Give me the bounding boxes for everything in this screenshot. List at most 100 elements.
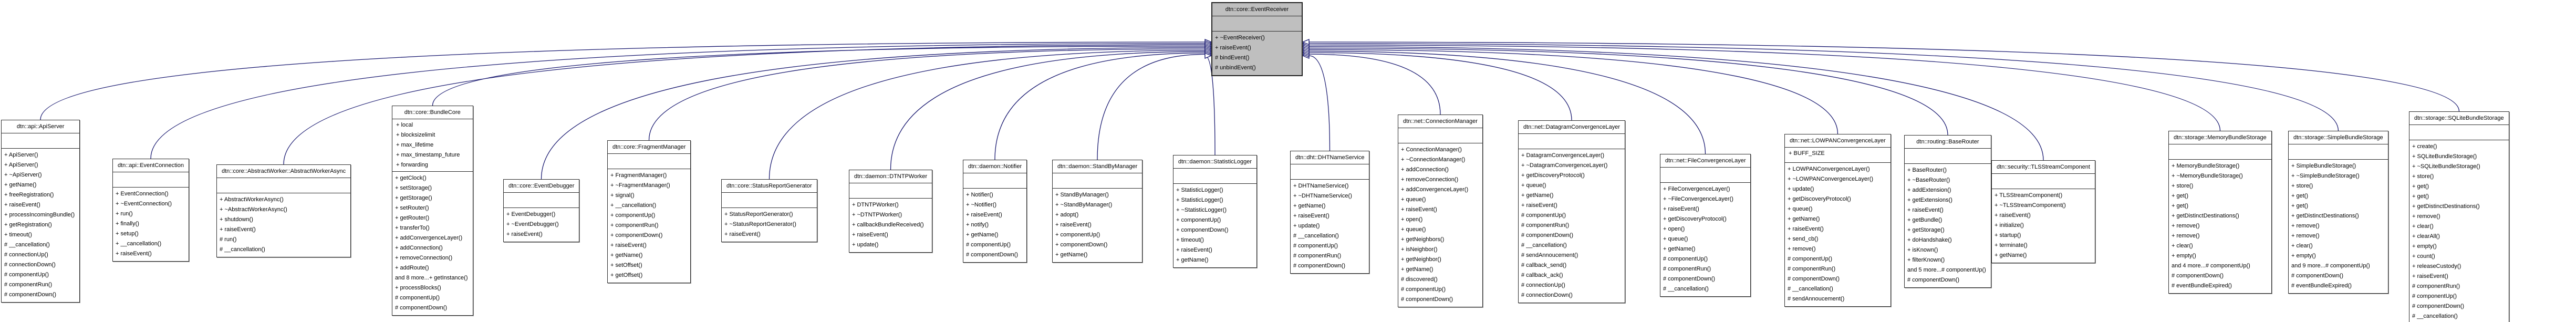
method-row: + empty() bbox=[2412, 243, 2437, 250]
method-row: # componentUp() bbox=[4, 272, 49, 278]
method-row: # componentUp() bbox=[395, 295, 440, 301]
class-node-dtn-daemon-notifier[interactable]: dtn::daemon::Notifier + Notifier()+ ~Not… bbox=[963, 160, 1027, 263]
method-row: + queue() bbox=[1788, 206, 1813, 212]
method-row: + get() bbox=[2412, 183, 2429, 190]
method-row: + count() bbox=[2412, 253, 2435, 259]
method-row: + componentDown() bbox=[1176, 227, 1229, 233]
class-node-dtn-api-eventconnection[interactable]: dtn::api::EventConnection + EventConnect… bbox=[112, 159, 189, 262]
class-node-dtn-daemon-standbymanager[interactable]: dtn::daemon::StandByManager + StandByMan… bbox=[1052, 160, 1143, 263]
class-node-dtn-net-fileconvergencelayer[interactable]: dtn::net::FileConvergenceLayer + FileCon… bbox=[1660, 154, 1751, 297]
class-node-dtn-net-lowpanconvergencelayer[interactable]: dtn::net::LOWPANConvergenceLayer + BUFF_… bbox=[1784, 134, 1891, 307]
inheritance-edge bbox=[1308, 54, 1441, 115]
method-row: + addExtension() bbox=[1907, 187, 1951, 193]
class-node-dtn-storage-sqlitebundlestorage[interactable]: dtn::storage::SQLiteBundleStorage + crea… bbox=[2409, 111, 2509, 322]
inheritance-edge bbox=[1308, 52, 1572, 121]
method-row: + timeout() bbox=[4, 232, 32, 238]
class-node-dtn-dht-dhtnameservice[interactable]: dtn::dht::DHTNameService + DHTNameServic… bbox=[1290, 151, 1370, 274]
method-row: + addConvergenceLayer() bbox=[395, 235, 463, 241]
class-title: dtn::routing::BaseRouter bbox=[1905, 136, 1991, 149]
method-row: + adopt() bbox=[1055, 212, 1079, 218]
class-title: dtn::storage::SimpleBundleStorage bbox=[2289, 131, 2388, 144]
class-attributes-section bbox=[1398, 128, 1482, 143]
class-title: dtn::net::FileConvergenceLayer bbox=[1660, 154, 1751, 168]
method-row: + getRegistration() bbox=[4, 222, 52, 228]
class-node-dtn-storage-memorybundlestorage[interactable]: dtn::storage::MemoryBundleStorage + Memo… bbox=[2168, 131, 2272, 294]
class-node-dtn-security-tlsstreamcomponent[interactable]: dtn::security::TLSStreamComponent + TLSS… bbox=[1991, 160, 2095, 263]
method-row: # run() bbox=[220, 236, 237, 243]
method-row: + ~TLSStreamComponent() bbox=[1995, 202, 2066, 209]
method-row: # __cancellation() bbox=[1788, 286, 1833, 292]
method-row: + transferTo() bbox=[395, 225, 430, 231]
method-row: + callbackBundleReceived() bbox=[852, 222, 924, 228]
method-row: + raiseEvent() bbox=[1788, 226, 1824, 232]
inheritance-edge bbox=[541, 47, 1206, 180]
class-node-dtn-core-fragmentmanager[interactable]: dtn::core::FragmentManager + FragmentMan… bbox=[607, 140, 691, 283]
method-row: + ~MemoryBundleStorage() bbox=[2172, 173, 2243, 179]
method-row: # componentRun() bbox=[4, 282, 53, 288]
method-row: + raiseEvent() bbox=[1293, 213, 1329, 219]
method-row: # componentDown() bbox=[1663, 276, 1716, 282]
method-row: + getDistinctDestinations() bbox=[2412, 203, 2480, 210]
method-row: + getName() bbox=[4, 182, 37, 188]
method-row: + getName() bbox=[1401, 266, 1434, 273]
class-node-dtn-core-eventreceiver[interactable]: dtn::core::EventReceiver + ~EventReceive… bbox=[1211, 2, 1303, 76]
method-row: + getName() bbox=[1788, 216, 1820, 222]
method-row: + releaseCustody() bbox=[2412, 263, 2461, 269]
class-node-dtn-routing-baserouter[interactable]: dtn::routing::BaseRouter + BaseRouter()+… bbox=[1904, 135, 1991, 288]
method-row: + EventDebugger() bbox=[506, 211, 556, 217]
method-row: + getStorage() bbox=[1907, 227, 1945, 233]
inheritance-arrowhead bbox=[1302, 39, 1310, 45]
method-row: + componentUp() bbox=[1055, 232, 1100, 238]
method-row: + raiseEvent() bbox=[1401, 206, 1437, 213]
class-node-dtn-core-bundlecore[interactable]: dtn::core::BundleCore + local+ blocksize… bbox=[392, 106, 473, 316]
class-methods-section: + FragmentManager()+ ~FragmentManager()+… bbox=[608, 169, 690, 283]
method-row: + getDistinctDestinations() bbox=[2172, 213, 2239, 219]
inheritance-arrowhead bbox=[1204, 53, 1212, 59]
method-row: + StandByManager() bbox=[1055, 192, 1109, 198]
method-row: + EventConnection() bbox=[116, 191, 169, 197]
method-row: # __cancellation() bbox=[1293, 233, 1339, 239]
class-attributes-section bbox=[1212, 16, 1302, 32]
method-row: + addConvergenceLayer() bbox=[1401, 186, 1469, 193]
method-row: + raiseEvent() bbox=[1907, 207, 1944, 213]
method-row: + get() bbox=[2291, 193, 2309, 199]
class-node-dtn-daemon-dtntpworker[interactable]: dtn::daemon::DTNTPWorker + DTNTPWorker()… bbox=[849, 170, 933, 253]
method-row: + clear() bbox=[2412, 223, 2434, 230]
class-node-dtn-net-connectionmanager[interactable]: dtn::net::ConnectionManager + Connection… bbox=[1398, 115, 1483, 307]
class-node-dtn-core-eventdebugger[interactable]: dtn::core::EventDebugger + EventDebugger… bbox=[503, 179, 580, 242]
attribute-row: + local bbox=[396, 122, 413, 128]
class-node-dtn-storage-simplebundlestorage[interactable]: dtn::storage::SimpleBundleStorage + Simp… bbox=[2288, 131, 2388, 294]
class-attributes-section bbox=[113, 172, 189, 188]
method-row: # sendAnnoucement() bbox=[1521, 252, 1578, 258]
method-row: + setRouter() bbox=[395, 205, 429, 211]
class-node-dtn-net-datagramconvergencelayer[interactable]: dtn::net::DatagramConvergenceLayer + Dat… bbox=[1518, 120, 1626, 303]
class-methods-section: + getClock()+ setStorage()+ getStorage()… bbox=[392, 172, 473, 315]
method-row: + remove() bbox=[2412, 213, 2440, 220]
inheritance-edge bbox=[648, 48, 1206, 141]
method-row: + update() bbox=[1293, 223, 1320, 229]
class-node-dtn-daemon-statisticlogger[interactable]: dtn::daemon::StatisticLogger + Statistic… bbox=[1173, 155, 1258, 268]
class-title: dtn::daemon::DTNTPWorker bbox=[849, 170, 932, 183]
method-row: + ConnectionManager() bbox=[1401, 147, 1462, 153]
inheritance-edge bbox=[432, 46, 1206, 106]
method-row: + run() bbox=[116, 211, 133, 217]
method-row: + ~BaseRouter() bbox=[1907, 177, 1950, 183]
method-row: + ~EventReceiver() bbox=[1215, 35, 1265, 41]
method-row: # componentRun() bbox=[1788, 266, 1836, 272]
method-row: # componentUp() bbox=[2412, 293, 2457, 299]
method-row: # componentUp() bbox=[1663, 256, 1708, 262]
method-row: + open() bbox=[1663, 226, 1685, 232]
method-row: + raiseEvent() bbox=[1215, 45, 1251, 51]
method-row: # eventBundleExpired() bbox=[2291, 283, 2352, 289]
class-title: dtn::storage::SQLiteBundleStorage bbox=[2409, 112, 2509, 125]
method-row: + removeConnection() bbox=[1401, 176, 1459, 183]
method-row: + send_cb() bbox=[1788, 236, 1819, 242]
class-title: dtn::daemon::StatisticLogger bbox=[1173, 155, 1257, 169]
class-node-dtn-core-statusreportgenerator[interactable]: dtn::core::StatusReportGenerator + Statu… bbox=[721, 179, 817, 242]
class-node-dtn-api-apiserver[interactable]: dtn::api::ApiServer + ApiServer()+ ApiSe… bbox=[1, 120, 80, 303]
class-node-dtn-core-abstractworker-abstractworkerasync[interactable]: dtn::core::AbstractWorker::AbstractWorke… bbox=[216, 164, 351, 257]
method-row: # __cancellation() bbox=[1663, 286, 1709, 292]
method-row: # discovered() bbox=[1401, 276, 1438, 283]
class-title: dtn::core::BundleCore bbox=[392, 106, 473, 119]
